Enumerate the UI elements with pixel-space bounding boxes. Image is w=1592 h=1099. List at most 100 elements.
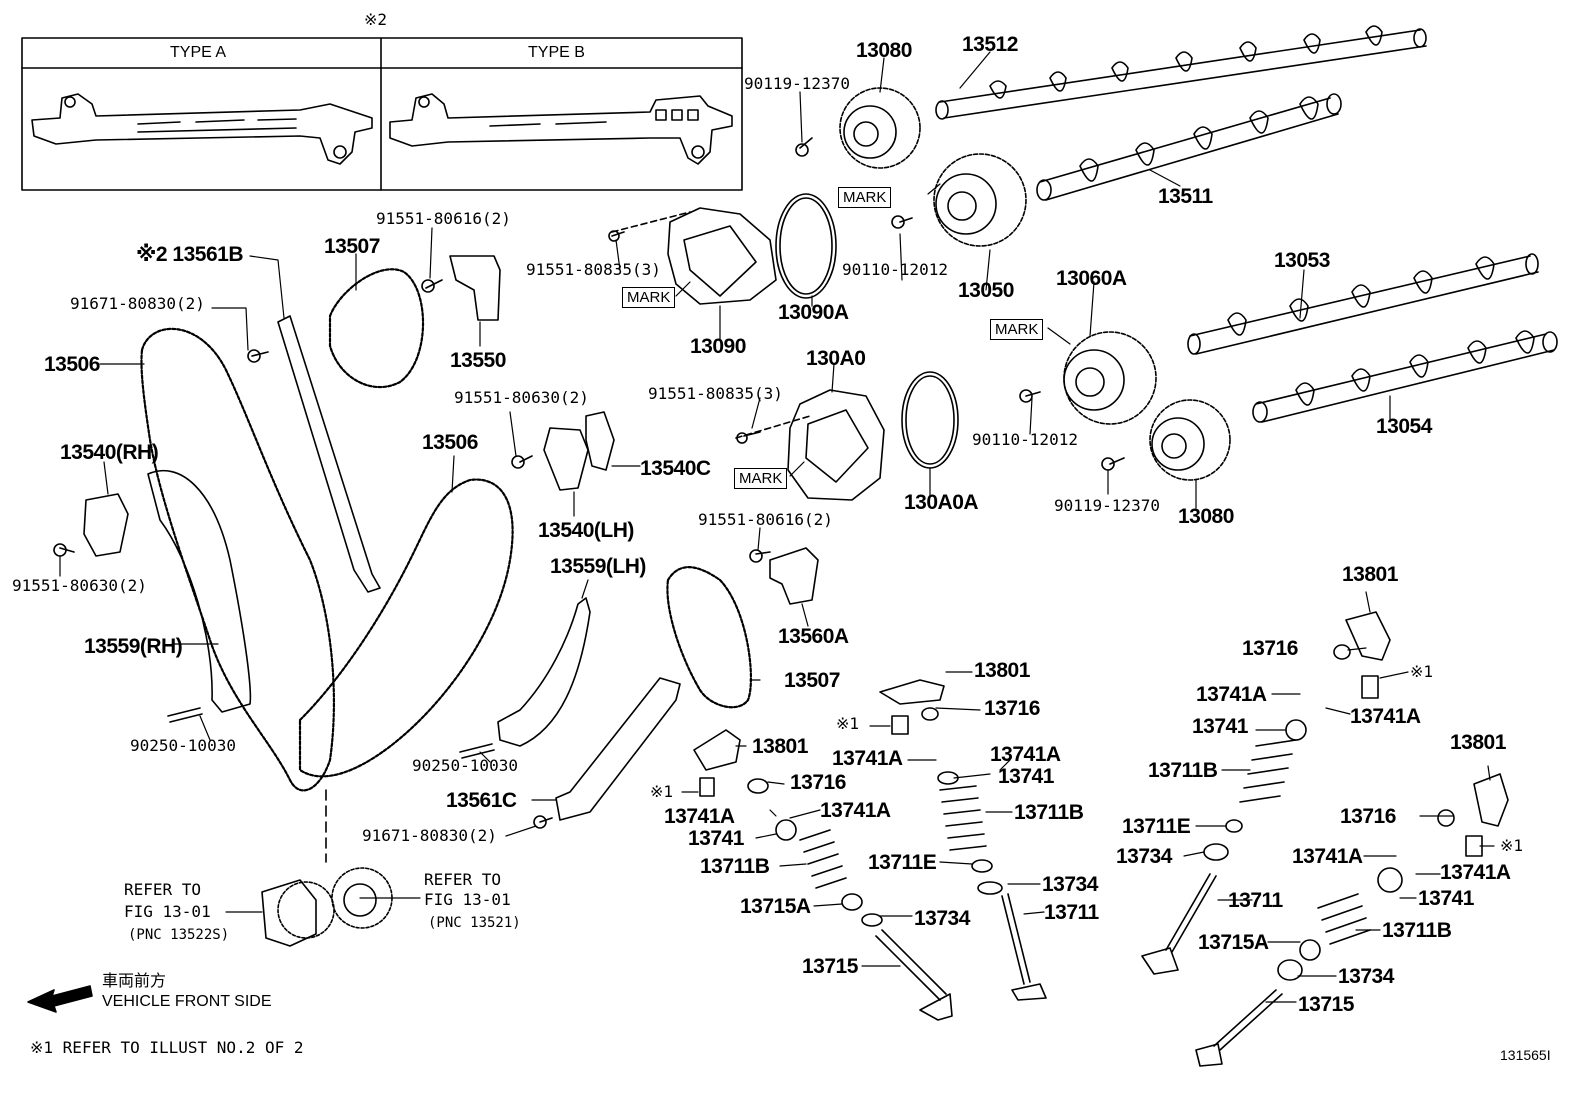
part-13716-b: 13716	[984, 697, 1040, 720]
part-13090a: 13090A	[778, 301, 849, 324]
tensioner-13540-lh	[543, 427, 589, 491]
part-13053: 13053	[1274, 249, 1330, 272]
part-13080-b: 13080	[1178, 505, 1234, 528]
part-13716: 13716	[1242, 637, 1298, 660]
mark-label-13090: MARK	[622, 287, 676, 309]
part-13711b-c: 13711B	[700, 855, 770, 878]
bolt-91551-80616: 91551-80616(2)	[376, 209, 511, 228]
part-13559-lh: 13559(LH)	[550, 555, 646, 578]
valve-13715-center	[875, 929, 953, 1021]
bolt-90110-12012-b: 90110-12012	[972, 430, 1078, 449]
bolt-91551-80835: 91551-80835(3)	[526, 260, 661, 279]
spring-13711b-a	[799, 829, 847, 889]
part-13715-b: 13715	[1298, 993, 1354, 1016]
part-13741-c: 13741	[688, 827, 744, 850]
part-13741-d: 13741	[1418, 887, 1474, 910]
oring-13090a	[775, 193, 837, 299]
bolt-91551-80630: 91551-80630(2)	[454, 388, 589, 407]
chain-guide-type-b	[389, 93, 733, 165]
bolt-91551-80835-b: 91551-80835(3)	[648, 384, 783, 403]
camshaft-13511	[1036, 93, 1342, 201]
bolt-90119-12370-b: 90119-12370	[1054, 496, 1160, 515]
ref-left-line2: FIG 13-01	[124, 902, 211, 921]
part-13741a-c: 13741A	[832, 747, 903, 770]
part-13711b-d: 13711B	[1382, 919, 1452, 942]
bolt-90110-12012: 90110-12012	[842, 260, 948, 279]
small-parts	[53, 137, 1483, 981]
bolt-90119-12370: 90119-12370	[744, 74, 850, 93]
timing-chain-13506-right	[298, 478, 514, 778]
vvt-gear-13080-top	[839, 87, 921, 169]
camshaft-13053	[1187, 253, 1539, 355]
bolt-91551-80616-b: 91551-80616(2)	[698, 510, 833, 529]
vehicle-front-side: VEHICLE FRONT SIDE	[102, 993, 272, 1010]
chain-guide-13559-rh	[147, 469, 252, 713]
part-13716-d: 13716	[1340, 805, 1396, 828]
part-13711b-b: 13711B	[1014, 801, 1084, 824]
part-13741a-d: 13741A	[990, 743, 1061, 766]
part-13741a-h: 13741A	[1440, 861, 1511, 884]
vvt-gear-13060a	[1063, 331, 1157, 425]
rocker-arm-13801-c	[693, 729, 741, 771]
part-13550: 13550	[450, 349, 506, 372]
part-13050: 13050	[958, 279, 1014, 302]
part-13801-b: 13801	[974, 659, 1030, 682]
note1-ref-b: ※1	[836, 714, 860, 733]
part-13801-d: 13801	[1450, 731, 1506, 754]
camshaft-13054	[1252, 330, 1558, 423]
part-13540-lh: 13540(LH)	[538, 519, 634, 542]
part-13512: 13512	[962, 33, 1018, 56]
cover-13090	[611, 207, 777, 305]
rocker-arm-13801-a	[1345, 611, 1391, 661]
note1-ref-c: ※1	[650, 782, 674, 801]
part-13711b: 13711B	[1148, 759, 1218, 782]
vehicle-front-arrow	[27, 985, 93, 1013]
vvt-gear-13080-bottom	[1149, 399, 1231, 481]
figure-id: 131565I	[1500, 1047, 1551, 1063]
part-13511: 13511	[1158, 185, 1213, 208]
part-13506: 13506	[44, 353, 100, 376]
chain-guide-13561b	[277, 315, 381, 593]
rocker-arm-13801-d	[1473, 773, 1509, 827]
part-13054: 13054	[1376, 415, 1432, 438]
part-13540-rh: 13540(RH)	[60, 441, 159, 464]
part-130a0: 130A0	[806, 347, 866, 370]
part-13741a-f: 13741A	[820, 799, 891, 822]
part-13716-c: 13716	[790, 771, 846, 794]
part-13711e: 13711E	[1122, 815, 1191, 838]
part-130a0a: 130A0A	[904, 491, 979, 514]
part-13734-c: 13734	[914, 907, 970, 930]
valve-13715-right	[1195, 989, 1283, 1067]
mark-label-130a0: MARK	[734, 468, 788, 490]
bolt-91551-80630-b: 91551-80630(2)	[12, 576, 147, 595]
part-13711e-b: 13711E	[868, 851, 937, 874]
crank-sprocket-13522s	[261, 879, 335, 947]
rocker-arm-13801-b	[879, 679, 945, 705]
ref-right-line3: (PNC 13521)	[428, 915, 521, 931]
chain-guide-13561c	[555, 677, 681, 821]
part-13507-b: 13507	[784, 669, 840, 692]
note1-text: ※1 REFER TO ILLUST NO.2 OF 2	[30, 1038, 304, 1057]
ref-right-line2: FIG 13-01	[424, 890, 511, 909]
part-13540c: 13540C	[640, 457, 711, 480]
timing-chain-13506-left	[140, 327, 336, 792]
part-13741a-g: 13741A	[1292, 845, 1363, 868]
note1-ref-d: ※1	[1500, 836, 1524, 855]
bolt-91671-80830: 91671-80830(2)	[70, 294, 205, 313]
mark-label-13050: MARK	[838, 187, 892, 209]
part-13561b: ※2 13561B	[136, 243, 244, 266]
vvt-gear-13050	[933, 153, 1027, 247]
chain-13507-bottom	[666, 566, 753, 709]
pin-90250-10030: 90250-10030	[130, 736, 236, 755]
tensioner-13550	[449, 255, 501, 321]
type-table	[21, 37, 743, 191]
part-13741a-e: 13741A	[664, 805, 735, 828]
type-b-label: TYPE B	[528, 44, 585, 61]
camshaft-13512	[935, 25, 1427, 120]
part-13741: 13741	[1192, 715, 1248, 738]
leader-lines	[59, 51, 1495, 1003]
note1-ref-a: ※1	[1410, 662, 1434, 681]
valve-13711-right	[1141, 873, 1217, 975]
part-13741a: 13741A	[1196, 683, 1267, 706]
